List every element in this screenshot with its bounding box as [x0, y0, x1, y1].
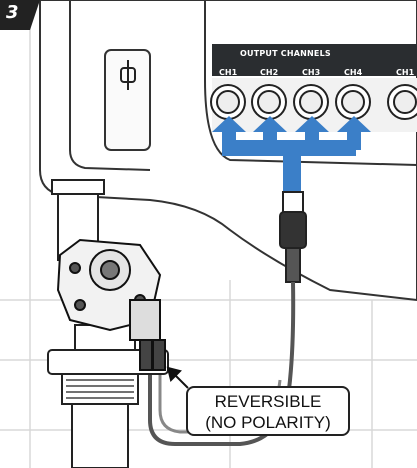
panel-title: OUTPUT CHANNELS — [240, 49, 331, 58]
channel-label-3: CH3 — [302, 68, 320, 77]
callout-line-2: (NO POLARITY) — [188, 412, 348, 433]
pointer-arrow-icon — [168, 368, 188, 388]
step-number: 3 — [6, 2, 19, 23]
channel-label-1: CH1 — [219, 68, 237, 77]
channel-label-2: CH2 — [260, 68, 278, 77]
channel-label-5: CH1 — [396, 68, 414, 77]
channel-label-4: CH4 — [344, 68, 362, 77]
callout-line-1: REVERSIBLE — [188, 391, 348, 412]
polarity-callout: REVERSIBLE (NO POLARITY) — [186, 386, 350, 436]
